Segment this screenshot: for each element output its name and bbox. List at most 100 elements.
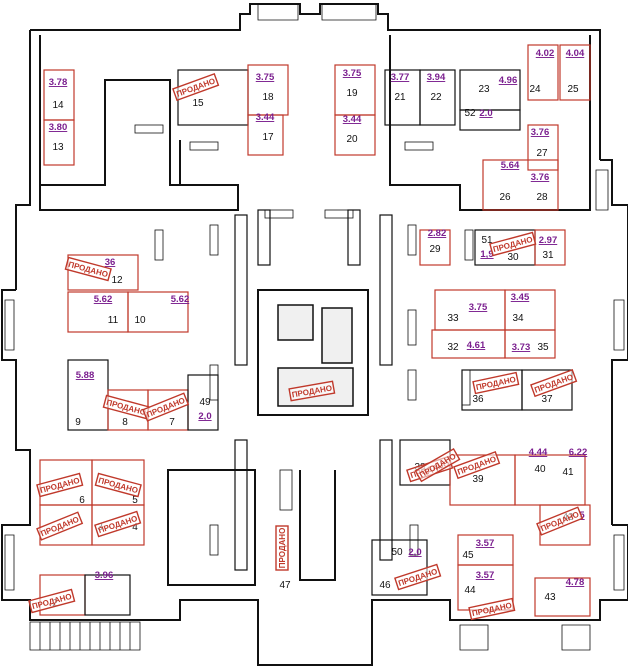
room-area-42: 5 xyxy=(579,510,585,521)
room-area-43: 4.78 xyxy=(566,577,585,588)
room-area-27: 3.76 xyxy=(531,127,550,138)
room-area-23: 4.96 xyxy=(499,75,518,86)
sold-stamp-frame xyxy=(288,380,336,402)
room-number-23: 23 xyxy=(478,84,490,95)
sold-stamp-37: ПРОДАНО xyxy=(530,369,578,398)
room-number-26: 26 xyxy=(499,192,511,203)
sold-stamp-42: ПРОДАНО xyxy=(536,506,584,536)
sold-stamp-extra: ПРОДАНО xyxy=(394,563,442,591)
room-area-2: 3.96 xyxy=(95,570,114,581)
room-number-11: 11 xyxy=(108,315,119,326)
room-number-37: 37 xyxy=(541,394,553,405)
room-area-9: 5.88 xyxy=(76,370,95,381)
room-area-22: 3.94 xyxy=(427,72,446,83)
room-area-52: 2.0 xyxy=(479,108,492,119)
room-area-45: 3.57 xyxy=(476,538,495,549)
room-number-9: 9 xyxy=(75,417,81,428)
sold-stamp-frame xyxy=(489,231,537,257)
sold-stamp-15: ПРОДАНО xyxy=(172,73,220,102)
room-number-22: 22 xyxy=(430,92,442,103)
room-number-41: 41 xyxy=(562,467,574,478)
sold-stamp-4: ПРОДАНО xyxy=(36,511,84,541)
sold-stamp-text: ПРОДАНО xyxy=(278,528,287,569)
room-area-40: 4.44 xyxy=(529,447,548,458)
room-number-36: 36 xyxy=(472,394,484,405)
room-number-10: 10 xyxy=(134,315,146,326)
room-number-29: 29 xyxy=(429,244,441,255)
room-area-41: 6.22 xyxy=(569,447,588,458)
room-number-32: 32 xyxy=(447,342,459,353)
room-outlines xyxy=(39,44,591,617)
room-area-19: 3.75 xyxy=(343,68,362,79)
room-number-15: 15 xyxy=(192,98,204,109)
room-area-17: 3.44 xyxy=(256,112,275,123)
room-number-34: 34 xyxy=(512,313,524,324)
room-number-12: 12 xyxy=(111,275,123,286)
sold-stamp-frame xyxy=(536,506,584,536)
room-number-27: 27 xyxy=(536,148,548,159)
room-area-33: 3.75 xyxy=(469,302,488,313)
sold-stamp-7: ПРОДАНО xyxy=(142,392,190,422)
sold-stamp-frame xyxy=(94,472,142,498)
room-number-25: 25 xyxy=(567,84,579,95)
sold-stamp-frame xyxy=(64,256,112,282)
sold-stamp-extra: ПРОДАНО xyxy=(468,597,516,621)
room-area-11: 5.62 xyxy=(94,294,113,305)
room-number-49: 49 xyxy=(199,397,211,408)
sold-stamp-frame xyxy=(36,511,84,541)
room-number-45: 45 xyxy=(462,550,474,561)
room-number-13: 13 xyxy=(52,142,64,153)
sold-stamp-5: ПРОДАНО xyxy=(94,472,142,498)
room-area-18: 3.75 xyxy=(256,72,275,83)
room-number-30: 30 xyxy=(507,252,519,263)
room-number-14: 14 xyxy=(52,100,64,111)
room-area-14: 3.78 xyxy=(49,77,68,88)
sold-stamp-extra: ПРОДАНО xyxy=(288,380,336,402)
room-number-6: 6 xyxy=(79,495,85,506)
room-number-24: 24 xyxy=(529,84,541,95)
room-number-35: 35 xyxy=(537,342,549,353)
sold-stamp-frame xyxy=(468,597,516,621)
sold-stamp-frame xyxy=(414,447,461,483)
outer-walls xyxy=(1,3,628,666)
room-number-44: 44 xyxy=(464,585,476,596)
room-number-8: 8 xyxy=(122,417,128,428)
sold-stamp-frame xyxy=(472,371,520,395)
room-area-13: 3.80 xyxy=(49,122,68,133)
room-number-21: 21 xyxy=(394,92,406,103)
room-area-24: 4.02 xyxy=(536,48,555,59)
room-area-32: 4.61 xyxy=(467,340,486,351)
room-area-28: 3.76 xyxy=(531,172,550,183)
sold-stamp-extra: ПРОДАНО xyxy=(275,525,289,571)
sold-stamp-frame xyxy=(453,451,501,480)
room-area-49: 2,0 xyxy=(198,411,211,422)
sold-stamps: ПРОДАНО ПРОДАНО ПРОДАНО ПРОДАНО ПРОДАНО ПРОДА… xyxy=(28,73,584,621)
sold-stamp-frame xyxy=(530,369,578,398)
room-number-47: 47 xyxy=(279,580,291,591)
room-number-43: 43 xyxy=(544,592,556,603)
sold-stamp-frame xyxy=(275,525,289,571)
sold-stamp-frame xyxy=(36,472,84,498)
sold-stamp-36: ПРОДАНО xyxy=(472,371,520,395)
room-area-35: 3.73 xyxy=(512,342,531,353)
room-area-34: 3.45 xyxy=(511,292,530,303)
room-number-39: 39 xyxy=(472,474,484,485)
room-number-31: 31 xyxy=(542,250,554,261)
room-number-19: 19 xyxy=(346,88,358,99)
room-number-5: 5 xyxy=(132,495,138,506)
room-area-25: 4.04 xyxy=(566,48,585,59)
room-number-52: 52 xyxy=(464,108,476,119)
sold-stamp-frame xyxy=(28,588,76,614)
room-area-10: 5.62 xyxy=(171,294,190,305)
room-number-33: 33 xyxy=(447,313,459,324)
room-area-20: 3.44 xyxy=(343,114,362,125)
room-area-50: 2,0 xyxy=(408,547,421,558)
sold-stamp-frame xyxy=(94,510,142,538)
sold-stamp-frame xyxy=(172,73,220,102)
room-number-7: 7 xyxy=(169,417,175,428)
room-number-51: 51 xyxy=(481,235,493,246)
room-number-46: 46 xyxy=(379,580,391,591)
room-area-31: 2.97 xyxy=(539,235,558,246)
